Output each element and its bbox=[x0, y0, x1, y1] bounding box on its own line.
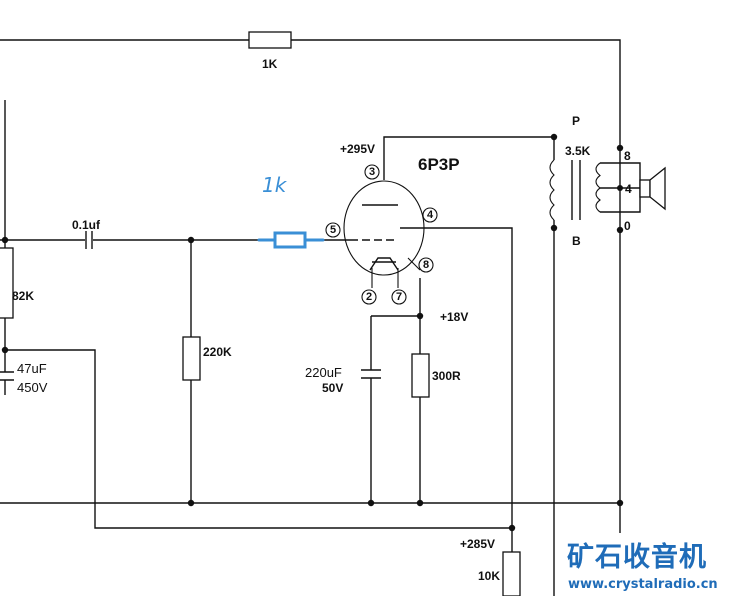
cathode-voltage: +18V bbox=[440, 310, 468, 324]
label-1k: 1K bbox=[262, 57, 278, 71]
label-450v: 450V bbox=[17, 380, 48, 395]
label-0-1uf: 0.1uf bbox=[72, 218, 101, 232]
junction-dots bbox=[1, 133, 624, 532]
tap-8: 8 bbox=[624, 149, 631, 163]
tube-6p3p: 6P3P +295V bbox=[340, 142, 460, 288]
transformer-impedance: 3.5K bbox=[565, 144, 591, 158]
capacitor-47uf: 47uF 450V bbox=[0, 361, 48, 395]
resistor-1k-feedback: 1K bbox=[248, 31, 292, 71]
resistor-300r: 300R bbox=[411, 353, 461, 398]
wires bbox=[0, 39, 621, 596]
resistor-220k: 220K bbox=[182, 336, 232, 381]
label-82k: 82K bbox=[12, 289, 34, 303]
pin-2: 2 bbox=[366, 291, 372, 303]
watermark: 矿石收音机 www.crystalradio.cn bbox=[562, 533, 737, 596]
label-50v: 50V bbox=[322, 381, 343, 395]
watermark-url: www.crystalradio.cn bbox=[568, 577, 718, 592]
handwritten-1k-label: 1k bbox=[262, 173, 288, 197]
plate-voltage: +295V bbox=[340, 142, 375, 156]
transformer-p: P bbox=[572, 114, 580, 128]
pin-7: 7 bbox=[396, 291, 402, 303]
pin-5: 5 bbox=[330, 224, 336, 236]
label-47uf: 47uF bbox=[17, 361, 47, 376]
pin-8: 8 bbox=[423, 259, 429, 271]
label-300r: 300R bbox=[432, 369, 461, 383]
pin-3: 3 bbox=[369, 166, 375, 178]
watermark-cn: 矿石收音机 bbox=[567, 541, 707, 573]
speaker: 8 4 0 bbox=[617, 149, 666, 233]
tap-0: 0 bbox=[624, 219, 631, 233]
resistor-82k: 82K bbox=[0, 247, 34, 319]
capacitor-0-1uf: 0.1uf bbox=[72, 218, 101, 249]
output-transformer: P 3.5K B bbox=[549, 114, 601, 248]
tap-4: 4 bbox=[625, 182, 632, 196]
resistor-10k: 10K bbox=[478, 551, 521, 596]
capacitor-220uf: 220uF 50V bbox=[305, 365, 381, 395]
label-220uf: 220uF bbox=[305, 365, 342, 380]
pin-labels: 3 4 5 2 7 8 bbox=[325, 164, 438, 305]
transformer-b: B bbox=[572, 234, 581, 248]
label-220k: 220K bbox=[203, 345, 232, 359]
screen-voltage: +285V bbox=[460, 537, 495, 551]
label-10k: 10K bbox=[478, 569, 500, 583]
handwritten-resistor: 1k bbox=[257, 173, 325, 249]
pin-4: 4 bbox=[427, 209, 434, 221]
tube-name: 6P3P bbox=[418, 155, 460, 174]
